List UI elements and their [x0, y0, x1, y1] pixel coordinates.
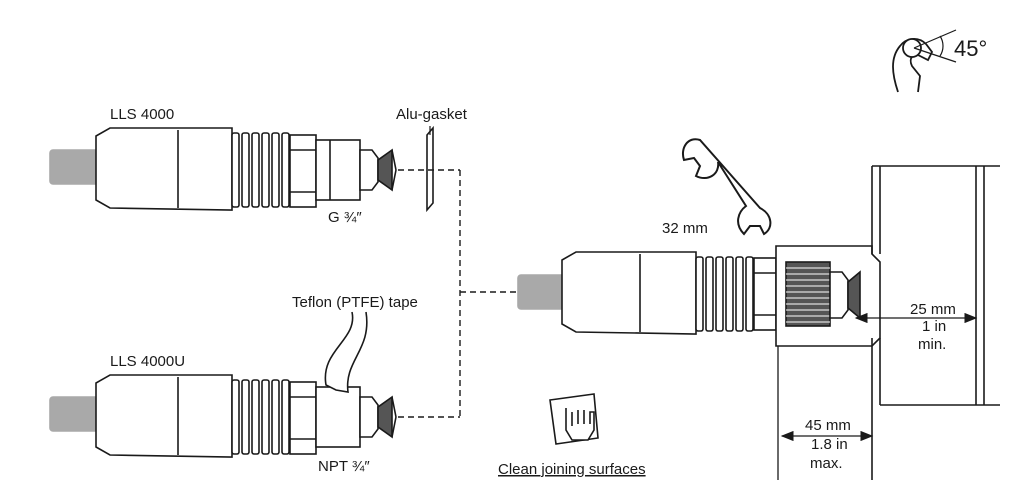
teflon-tape — [324, 311, 368, 393]
dim-depth-mm: 45 mm — [805, 417, 851, 434]
cooling-fins — [695, 256, 754, 332]
dim-depth-max: max. — [810, 455, 843, 472]
sensor-lls4000 — [49, 127, 397, 211]
dim-protrusion-mm: 25 mm — [910, 301, 956, 318]
wrench-size-label: 32 mm — [662, 220, 708, 237]
wrench-icon — [682, 138, 772, 236]
cleaning-cloth-icon — [549, 393, 599, 445]
thread-label-g34: G ¾″ — [328, 209, 362, 226]
cable — [49, 396, 99, 432]
cable — [517, 274, 567, 310]
alu-gasket — [426, 125, 434, 213]
sensor-mounted — [517, 251, 777, 335]
dim-depth-in: 1.8 in — [811, 436, 848, 453]
torque-angle-label: 45° — [954, 36, 987, 61]
cooling-fins — [231, 379, 290, 455]
cable — [49, 149, 99, 185]
weld-socket — [775, 245, 881, 347]
torque-hand-icon — [892, 29, 957, 93]
sensor-lls4000u — [49, 311, 397, 458]
dimension-depth — [777, 346, 874, 480]
dim-protrusion-in: 1 in — [922, 318, 946, 335]
tank-wall — [871, 165, 1000, 480]
clean-label: Clean joining surfaces — [498, 461, 646, 478]
dim-protrusion-min: min. — [918, 336, 946, 353]
model-label-lls4000: LLS 4000 — [110, 106, 174, 123]
cooling-fins — [231, 132, 290, 208]
tape-label: Teflon (PTFE) tape — [292, 294, 418, 311]
thread-label-npt34: NPT ¾″ — [318, 458, 370, 475]
gasket-label: Alu-gasket — [396, 106, 468, 123]
model-label-lls4000u: LLS 4000U — [110, 353, 185, 370]
